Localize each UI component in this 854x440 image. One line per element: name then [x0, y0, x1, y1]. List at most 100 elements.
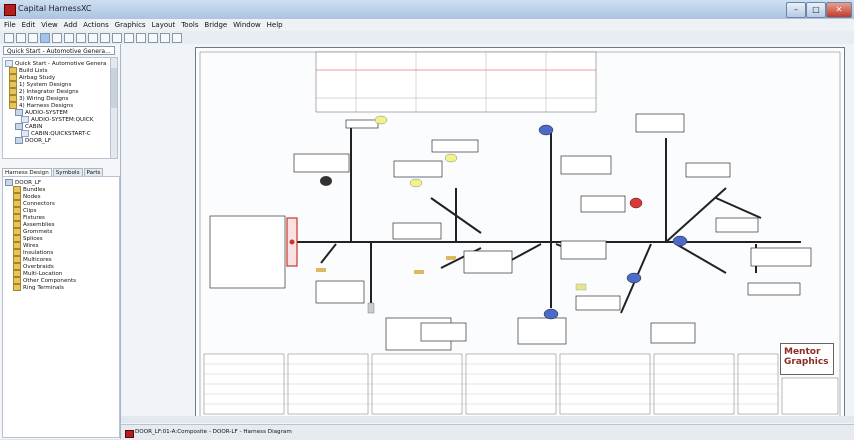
menu-tools[interactable]: Tools: [181, 21, 199, 29]
folder-icon: [13, 256, 21, 263]
tree-item[interactable]: DOOR_LF: [15, 137, 51, 145]
title-bar: Capital HarnessXC – □ ✕: [0, 0, 854, 20]
document-tab-bar: DOOR_LF:01-A:Composite - DOOR-LF - Harne…: [121, 424, 854, 440]
zoom-in-icon[interactable]: [52, 33, 62, 43]
tree-item[interactable]: Fixtures: [13, 214, 45, 222]
tab-symbols[interactable]: Symbols: [52, 168, 83, 177]
menu-graphics[interactable]: Graphics: [114, 21, 146, 29]
scroll-thumb[interactable]: [111, 68, 117, 108]
tree-item-root[interactable]: DOOR_LF: [5, 179, 41, 187]
project-tree-scrollbar[interactable]: [110, 57, 118, 159]
menu-edit[interactable]: Edit: [21, 21, 36, 29]
new-icon[interactable]: [4, 33, 14, 43]
layer-icon[interactable]: [160, 33, 170, 43]
paste-icon[interactable]: [136, 33, 146, 43]
project-dropdown[interactable]: Quick Start - Automotive Genera...: [3, 46, 115, 55]
folder-icon: [13, 186, 21, 193]
window-title: Capital HarnessXC: [18, 4, 92, 13]
menu-layout[interactable]: Layout: [151, 21, 176, 29]
menu-help[interactable]: Help: [266, 21, 283, 29]
harness-icon: [5, 179, 13, 186]
folder-icon: [13, 221, 21, 228]
tree-item[interactable]: Airbag Study: [9, 74, 55, 82]
drawing-sheet[interactable]: Mentor Graphics: [195, 47, 845, 422]
folder-icon: [13, 235, 21, 242]
tree-item[interactable]: Connectors: [13, 200, 55, 208]
tree-item[interactable]: Bundles: [13, 186, 45, 194]
drawing-canvas[interactable]: Mentor Graphics: [121, 44, 854, 424]
cut-icon[interactable]: [112, 33, 122, 43]
tree-item[interactable]: CABIN:QUICKSTART-C: [21, 130, 91, 138]
harness-icon: [15, 137, 23, 144]
select-icon[interactable]: [40, 33, 50, 43]
folder-icon: [9, 74, 17, 81]
open-icon[interactable]: [16, 33, 26, 43]
folder-icon: [13, 200, 21, 207]
canvas-horizontal-scrollbar[interactable]: [121, 416, 854, 423]
menu-file[interactable]: File: [4, 21, 16, 29]
folder-icon: [13, 277, 21, 284]
harness-icon: [15, 109, 23, 116]
menu-window[interactable]: Window: [233, 21, 261, 29]
undo-icon[interactable]: [88, 33, 98, 43]
tree-item[interactable]: AUDIO-SYSTEM:QUICK: [21, 116, 93, 124]
folder-icon: [13, 249, 21, 256]
menu-view[interactable]: View: [41, 21, 58, 29]
mentor-graphics-logo: Mentor Graphics: [780, 343, 834, 375]
folder-icon: [13, 193, 21, 200]
connector-symbols: [286, 115, 688, 320]
toolbar: [0, 31, 854, 45]
tree-item[interactable]: Wires: [13, 242, 39, 250]
document-icon: [5, 60, 13, 67]
tree-item[interactable]: Multi-Location: [13, 270, 62, 278]
menu-add[interactable]: Add: [63, 21, 78, 29]
tree-item[interactable]: Quick Start - Automotive Genera: [5, 60, 106, 68]
grid-icon[interactable]: [148, 33, 158, 43]
folder-icon: [9, 67, 17, 74]
save-icon[interactable]: [28, 33, 38, 43]
tree-item[interactable]: Multicores: [13, 256, 52, 264]
tree-item[interactable]: Clips: [13, 207, 36, 215]
tree-item[interactable]: Splices: [13, 235, 43, 243]
pan-icon[interactable]: [76, 33, 86, 43]
tree-item[interactable]: 3) Wiring Designs: [9, 95, 68, 103]
copy-icon[interactable]: [124, 33, 134, 43]
document-tab[interactable]: DOOR_LF:01-A:Composite - DOOR-LF - Harne…: [135, 429, 292, 435]
tab-parts[interactable]: Parts: [83, 168, 104, 177]
close-button[interactable]: ✕: [826, 2, 852, 18]
app-icon: [4, 4, 16, 16]
maximize-button[interactable]: □: [806, 2, 826, 18]
folder-icon: [9, 81, 17, 88]
tree-item[interactable]: Nodes: [13, 193, 41, 201]
zoom-out-icon[interactable]: [64, 33, 74, 43]
folder-icon: [9, 102, 17, 109]
tree-item[interactable]: Grommets: [13, 228, 52, 236]
tree-item[interactable]: AUDIO-SYSTEM: [15, 109, 68, 117]
harness-icon: [15, 123, 23, 130]
tree-item[interactable]: Build Lists: [9, 67, 48, 75]
minimize-button[interactable]: –: [786, 2, 806, 18]
menu-actions[interactable]: Actions: [83, 21, 109, 29]
route-icon[interactable]: [172, 33, 182, 43]
left-panel: Quick Start - Automotive Genera... Quick…: [0, 44, 121, 439]
folder-icon: [9, 88, 17, 95]
project-tree: Quick Start - Automotive Genera Build Li…: [2, 57, 112, 159]
menu-bridge[interactable]: Bridge: [204, 21, 228, 29]
tree-item[interactable]: Assemblies: [13, 221, 55, 229]
folder-icon: [13, 284, 21, 291]
tree-item[interactable]: CABIN: [15, 123, 42, 131]
tree-item[interactable]: Overbraids: [13, 263, 54, 271]
folder-icon: [13, 270, 21, 277]
tree-item[interactable]: 1) System Designs: [9, 81, 71, 89]
folder-icon: [13, 214, 21, 221]
tree-item[interactable]: Ring Terminals: [13, 284, 64, 292]
folder-icon: [13, 242, 21, 249]
tab-harness-design[interactable]: Harness Design: [2, 168, 52, 177]
folder-icon: [13, 228, 21, 235]
tree-item[interactable]: 4) Harness Designs: [9, 102, 73, 110]
redo-icon[interactable]: [100, 33, 110, 43]
tree-item[interactable]: 2) Integrator Designs: [9, 88, 79, 96]
tree-item[interactable]: Insulations: [13, 249, 53, 257]
tree-item[interactable]: Other Components: [13, 277, 76, 285]
